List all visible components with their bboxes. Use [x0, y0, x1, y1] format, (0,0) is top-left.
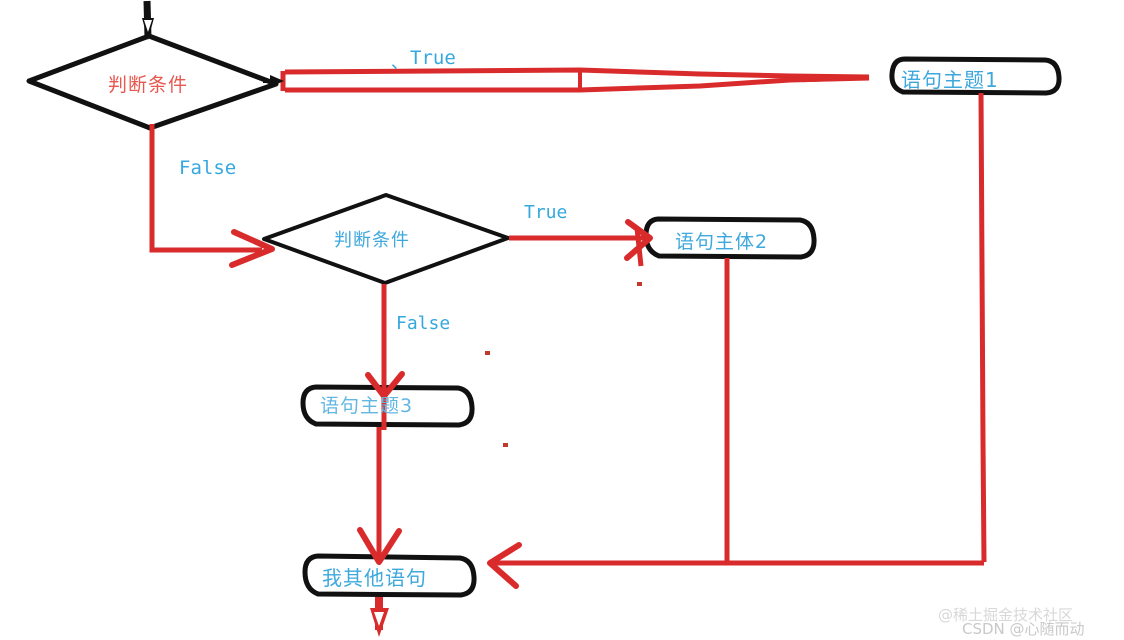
edge-true-d2-to-b2 [509, 219, 653, 267]
exit-arrow [370, 597, 389, 637]
process-node-1-outline [889, 56, 1062, 96]
edge-false-d1-to-d2 [149, 124, 275, 268]
entry-arrow [142, 0, 154, 40]
edge-b1-to-merge [978, 92, 987, 563]
decision-node-2-outline [262, 193, 510, 285]
process-node-2-outline [643, 216, 817, 260]
edge-b3-to-b4 [357, 427, 402, 565]
edge-merge-to-b4 [487, 542, 984, 589]
process-node-3-outline [300, 384, 475, 428]
process-node-4-outline [302, 553, 477, 598]
edge-false-d2-to-b3 [365, 284, 405, 430]
edge-true-d1-to-b1 [263, 67, 870, 93]
